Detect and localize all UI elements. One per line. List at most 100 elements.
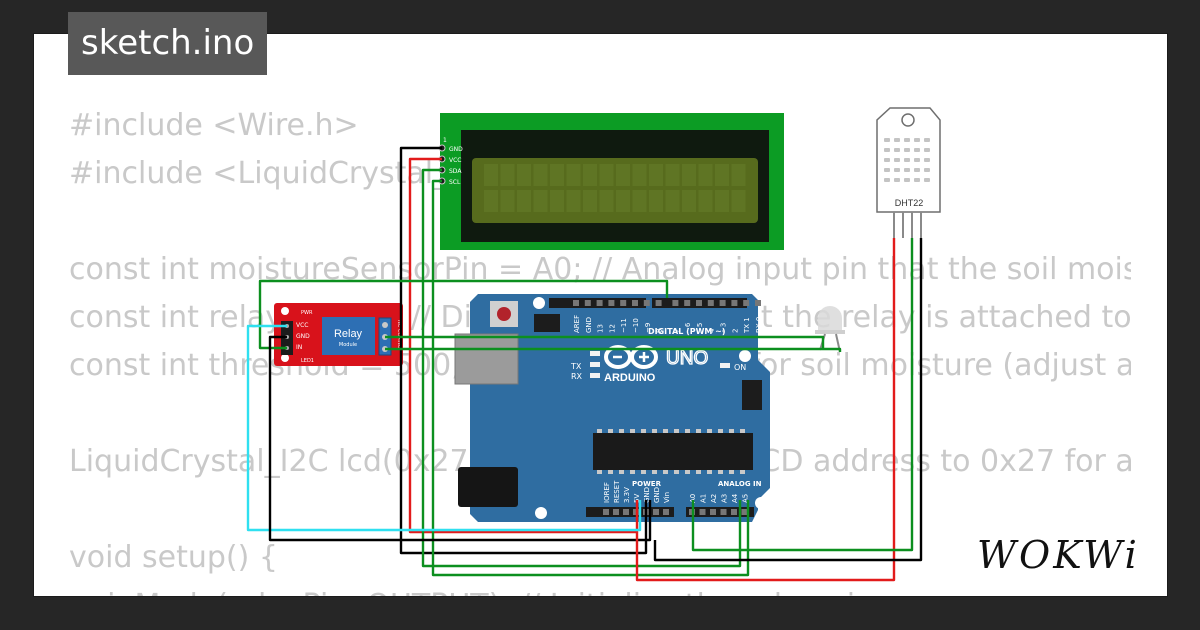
digital-pin-label: TX 1 — [743, 317, 751, 334]
analog-pin[interactable] — [699, 509, 706, 515]
wire-relay-vcc — [246, 324, 642, 532]
analog-pin[interactable] — [720, 509, 727, 515]
dht22-vent — [924, 168, 930, 172]
lcd-char-cell — [632, 164, 647, 186]
dht22-vent — [914, 158, 920, 162]
dht22-vent — [894, 168, 900, 172]
digital-pin[interactable] — [596, 300, 603, 306]
dht22-vent — [884, 138, 890, 142]
lcd-char-cell — [682, 164, 696, 186]
lcd-char-cell — [665, 190, 680, 212]
dht22-vent — [884, 178, 890, 182]
dht22-mount-hole — [901, 113, 915, 127]
lcd-char-cell — [715, 164, 729, 186]
lcd-char-cell — [583, 190, 597, 212]
wire-vcc — [408, 157, 639, 534]
wokwi-logo-text: WOKWi — [977, 533, 1140, 577]
digital-pin[interactable] — [696, 300, 702, 306]
lcd-pin-label: VCC — [449, 157, 461, 164]
digital-pin[interactable] — [620, 300, 627, 306]
lcd-char-cell — [715, 190, 729, 212]
power-pin-label: GND — [643, 487, 651, 503]
power-pin[interactable] — [663, 509, 669, 515]
digital-pin[interactable] — [743, 300, 750, 306]
dht22-vent — [914, 138, 920, 142]
code-line: #include <Wire.h> — [69, 108, 359, 143]
digital-pin[interactable] — [655, 300, 662, 306]
digital-pin[interactable] — [573, 300, 579, 306]
power-pin[interactable] — [623, 509, 629, 515]
led-rim — [815, 330, 845, 334]
chip-pins — [597, 429, 745, 474]
lcd-char-cell — [599, 164, 614, 186]
digital-pin[interactable] — [731, 300, 738, 306]
lcd-char-cell — [484, 190, 498, 212]
digital-pin-label: ~11 — [620, 318, 628, 333]
digital-pin[interactable] — [719, 300, 726, 306]
dht22-vent — [884, 148, 890, 152]
digital-pin[interactable] — [584, 300, 591, 306]
lcd-char-cell — [665, 164, 680, 186]
analog-pin-label: A3 — [721, 494, 729, 503]
relay-pin-label: IN — [296, 344, 302, 351]
digital-pin[interactable] — [608, 300, 615, 306]
lcd-char-cell — [649, 190, 663, 212]
power-pin-label: Vin — [663, 492, 671, 503]
lcd-char-cell — [731, 190, 746, 212]
digital-pin[interactable] — [672, 300, 679, 306]
relay-status-led-pwr — [281, 307, 289, 315]
digital-pin[interactable] — [632, 300, 638, 306]
relay-module[interactable]: PWR LED1 VCC GND IN Relay Module NC COM … — [274, 303, 403, 366]
analog-pin-label: A0 — [689, 494, 697, 503]
sketch-title: sketch.ino — [68, 12, 268, 75]
power-jack — [458, 467, 518, 507]
led-body — [818, 306, 842, 330]
lcd-char-cell — [566, 190, 581, 212]
led[interactable] — [815, 306, 845, 353]
power-pin[interactable] — [653, 509, 659, 515]
power-pin[interactable] — [603, 509, 609, 515]
usb-connector — [454, 333, 519, 385]
dht22-vent — [924, 138, 930, 142]
digital-pin[interactable] — [643, 300, 650, 306]
lcd-char-cell — [500, 190, 515, 212]
digital-pin[interactable] — [707, 300, 714, 306]
analog-pin[interactable] — [741, 509, 748, 515]
power-pin-label: RESET — [613, 480, 621, 503]
lcd-pin-label: GND — [449, 146, 463, 153]
analog-label: ANALOG IN — [718, 480, 762, 488]
digital-pin[interactable] — [755, 300, 761, 306]
power-pin-label: GND — [653, 487, 661, 503]
relay-led-label: PWR — [301, 310, 313, 316]
dht22-sensor[interactable]: DHT22 — [876, 107, 941, 238]
relay-pin-label: NO — [396, 341, 402, 349]
uno-label: UNO — [666, 348, 708, 369]
wire-relay-com — [385, 335, 825, 348]
atmega-chip — [593, 433, 753, 470]
lcd-char-cell — [550, 164, 564, 186]
dht22-vent — [894, 158, 900, 162]
wires — [246, 146, 923, 582]
analog-pin-label: A4 — [731, 493, 739, 503]
mount-hole — [535, 507, 547, 519]
power-analog-header — [586, 507, 754, 517]
mount-hole — [739, 350, 751, 362]
analog-pin[interactable] — [710, 509, 716, 515]
dht22-vent — [904, 158, 910, 162]
digital-pin-label: 8 — [656, 329, 664, 333]
wire-dht-vcc — [635, 238, 896, 582]
reset-button[interactable] — [497, 307, 511, 321]
lcd-char-cell — [533, 164, 548, 186]
wire-gnd — [399, 146, 648, 555]
analog-pin[interactable] — [731, 509, 737, 515]
mount-hole — [755, 497, 767, 509]
power-label: POWER — [632, 480, 662, 488]
relay-title: Relay — [334, 328, 363, 340]
relay-pin-label: COM — [396, 329, 402, 341]
power-pin[interactable] — [613, 509, 619, 515]
digital-pin[interactable] — [684, 300, 691, 306]
